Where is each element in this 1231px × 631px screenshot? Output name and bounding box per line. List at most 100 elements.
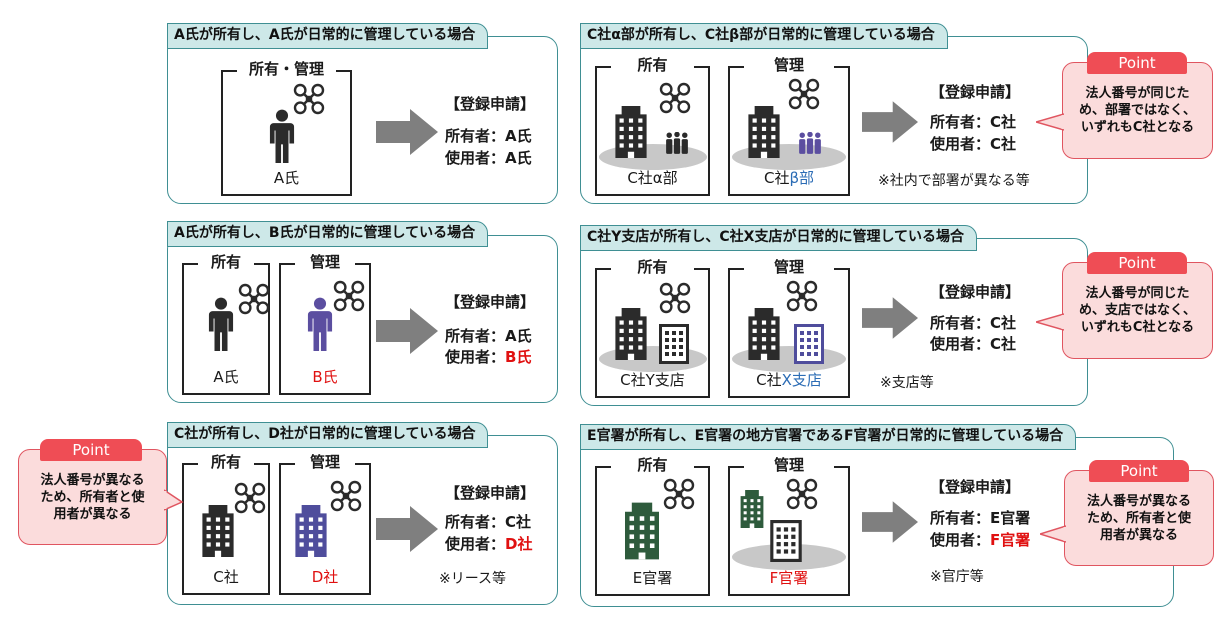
building-icon xyxy=(202,505,234,557)
own-label: 所有 xyxy=(206,453,245,471)
drone-icon xyxy=(788,78,820,110)
owner-manager-box: 所有・管理 A氏 xyxy=(221,60,352,196)
mgmt-label: 管理 xyxy=(769,258,808,276)
user-name: D社 xyxy=(505,535,533,553)
owner-box: 所有 C社α部 xyxy=(595,56,710,196)
registration-owner: 所有者：A氏 xyxy=(445,327,532,345)
note: ※リース等 xyxy=(439,571,507,587)
point-callout: 法人番号が同じた め、支店ではなく、 いずれもC社となる xyxy=(1062,262,1213,359)
arrow-right-icon xyxy=(376,506,438,552)
case-title: A氏が所有し、B氏が日常的に管理している場合 xyxy=(167,221,489,247)
point-label: Point xyxy=(40,439,142,461)
callout-line: 法人番号が異なる xyxy=(1086,494,1191,509)
drone-icon xyxy=(663,478,695,510)
mgmt-label: 管理 xyxy=(305,453,344,471)
branch-building-icon xyxy=(659,324,689,364)
box-title: 所有 xyxy=(597,455,708,475)
registration-heading: 【登録申請】 xyxy=(445,484,536,502)
mgr-prefix: C社 xyxy=(763,169,790,187)
callout-line: 用者が異なる xyxy=(53,507,132,522)
arrow-right-icon xyxy=(862,500,918,544)
box-title: 管理 xyxy=(281,252,369,272)
note: ※支店等 xyxy=(880,375,934,391)
registration-user: 使用者：D社 xyxy=(445,534,532,554)
branch-building-icon xyxy=(794,324,824,364)
manager-box: 管理 B氏 xyxy=(279,253,371,395)
building-icon xyxy=(295,505,327,557)
drone-icon xyxy=(234,482,266,514)
building-icon xyxy=(615,106,647,158)
own-manage-label: 所有・管理 xyxy=(244,60,328,78)
box-title: 所有 xyxy=(597,55,708,75)
people-icon xyxy=(663,132,691,154)
registration-user: 使用者：C社 xyxy=(930,135,1017,153)
registration-user: 使用者：C社 xyxy=(930,335,1017,353)
manager-name: B氏 xyxy=(312,368,338,386)
manager-box: 管理 C社β部 xyxy=(728,56,850,196)
building-icon xyxy=(615,308,647,360)
box-title: 管理 xyxy=(281,452,369,472)
manager-name: C社β部 xyxy=(730,168,848,188)
callout-pointer xyxy=(1040,525,1066,543)
box-title: 管理 xyxy=(730,257,848,277)
user-prefix: 使用者： xyxy=(445,348,506,366)
mgr-suffix: X支店 xyxy=(781,371,822,389)
box-title: 所有 xyxy=(184,252,268,272)
people-icon xyxy=(796,132,824,154)
callout-pointer xyxy=(1036,313,1064,331)
drone-icon xyxy=(293,83,325,115)
local-office-icon xyxy=(770,520,802,562)
box-title: 所有 xyxy=(597,257,708,277)
registration-owner: 所有者：C社 xyxy=(445,513,532,531)
registration-owner: 所有者：A氏 xyxy=(445,127,532,145)
registration-user: 使用者：A氏 xyxy=(445,149,532,167)
registration-heading: 【登録申請】 xyxy=(445,95,536,113)
manager-name: D社 xyxy=(311,568,339,586)
manager-box: 管理 D社 xyxy=(279,453,371,595)
own-label: 所有 xyxy=(633,258,672,276)
drone-icon xyxy=(786,478,818,510)
person-icon xyxy=(269,108,295,166)
building-icon xyxy=(740,490,764,528)
case-title: C社Y支店が所有し、C社X支店が日常的に管理している場合 xyxy=(580,225,978,251)
drone-icon xyxy=(659,282,691,314)
user-prefix: 使用者： xyxy=(930,531,991,549)
callout-line: 法人番号が異なる xyxy=(40,473,145,488)
drone-icon xyxy=(659,82,691,114)
registration-heading: 【登録申請】 xyxy=(930,478,1021,496)
arrow-right-icon xyxy=(862,296,918,340)
box-title: 管理 xyxy=(730,55,848,75)
drone-icon xyxy=(786,280,818,312)
callout-body: 法人番号が同じた め、部署ではなく、 いずれもC社となる xyxy=(1063,85,1212,136)
callout-line: ため、所有者と使 xyxy=(40,490,145,505)
owner-name: A氏 xyxy=(273,169,300,187)
owner-box: 所有 C社 xyxy=(182,453,270,595)
owner-name: C社 xyxy=(213,568,239,586)
case-title: E官署が所有し、E官署の地方官署であるF官署が日常的に管理している場合 xyxy=(580,424,1077,450)
owner-name: E官署 xyxy=(632,569,673,587)
owner-box: 所有 C社Y支店 xyxy=(595,258,710,398)
point-callout: 法人番号が異なる ため、所有者と使 用者が異なる xyxy=(18,449,167,545)
user-prefix: 使用者： xyxy=(445,535,506,553)
registration-owner: 所有者：E官署 xyxy=(930,509,1031,527)
box-title: 所有・管理 xyxy=(223,59,350,79)
manager-box: 管理 F官署 xyxy=(728,456,850,596)
callout-body: 法人番号が異なる ため、所有者と使 用者が異なる xyxy=(1065,493,1213,544)
registration-heading: 【登録申請】 xyxy=(930,283,1021,301)
own-label: 所有 xyxy=(206,253,245,271)
drone-icon xyxy=(238,283,270,315)
manager-name: C社X支店 xyxy=(730,370,848,390)
drone-icon xyxy=(333,280,365,312)
point-callout: 法人番号が異なる ため、所有者と使 用者が異なる xyxy=(1064,470,1214,566)
user-name: F官署 xyxy=(990,531,1031,549)
point-label: Point xyxy=(1089,460,1189,482)
case-title: C社α部が所有し、C社β部が日常的に管理している場合 xyxy=(580,23,948,49)
arrow-right-icon xyxy=(376,109,438,155)
mgmt-label: 管理 xyxy=(305,253,344,271)
note: ※官庁等 xyxy=(930,569,984,585)
point-label: Point xyxy=(1087,252,1187,274)
callout-pointer xyxy=(164,489,184,511)
user-name: B氏 xyxy=(505,348,532,366)
callout-body: 法人番号が同じた め、支店ではなく、 いずれもC社となる xyxy=(1063,285,1212,336)
point-callout: 法人番号が同じた め、部署ではなく、 いずれもC社となる xyxy=(1062,62,1213,159)
